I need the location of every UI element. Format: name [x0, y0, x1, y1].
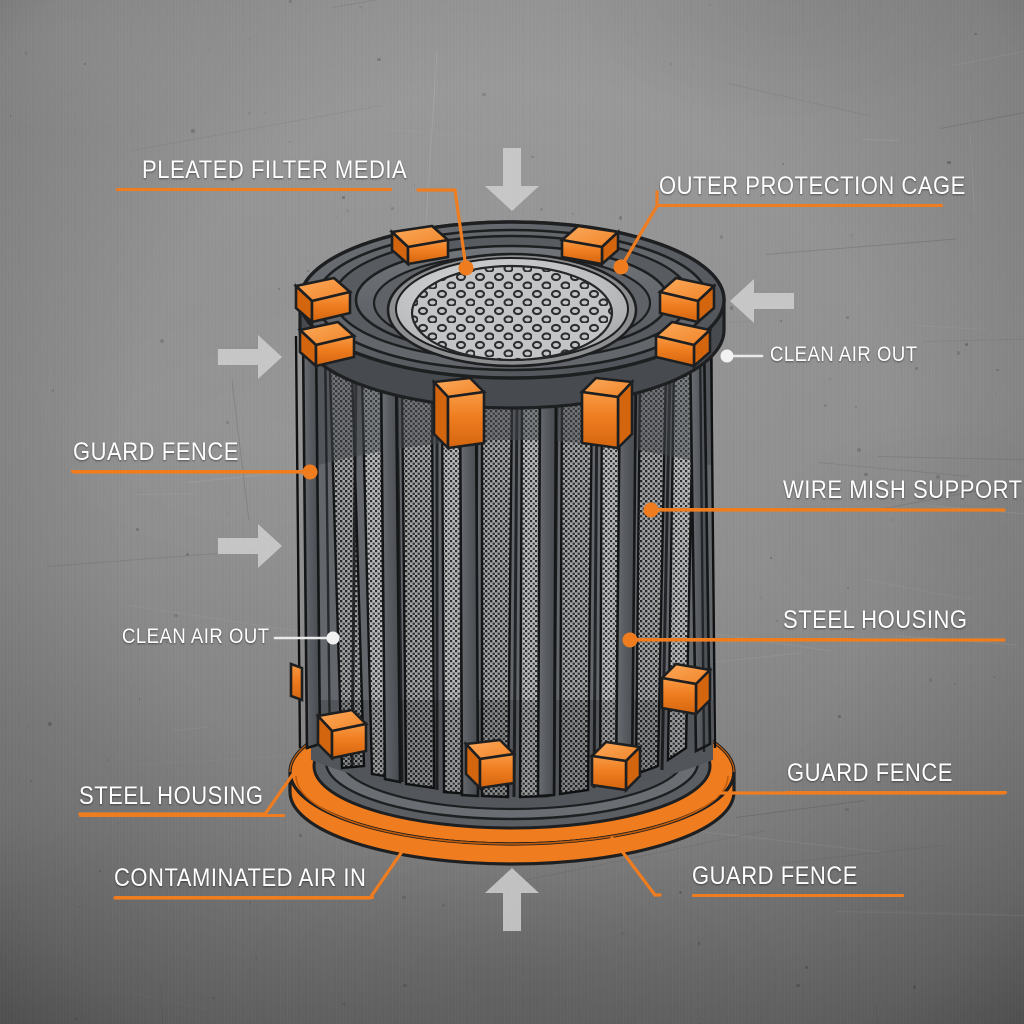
- arrow-right-icon: [728, 277, 794, 325]
- callout-pleated-filter-media[interactable]: PLEATED FILTER MEDIA: [116, 156, 443, 191]
- callout-clean-air-out-left[interactable]: CLEAN AIR OUT: [122, 626, 290, 647]
- callout-contaminated-air-in[interactable]: CONTAMINATED AIR IN: [114, 866, 401, 899]
- callout-guard-fence-right[interactable]: GUARD FENCE: [785, 759, 1007, 794]
- callout-underline: [657, 204, 943, 207]
- callout-label: CONTAMINATED AIR IN: [114, 864, 367, 892]
- callout-underline: [655, 508, 895, 511]
- callout-underline: [79, 814, 285, 817]
- callout-label: WIRE MISH SUPPORT: [783, 476, 1023, 504]
- arrow-left-lower-icon: [218, 522, 284, 570]
- callout-wire-mish-support[interactable]: WIRE MISH SUPPORT: [655, 476, 1024, 511]
- callout-underline: [785, 791, 1007, 794]
- callout-steel-housing-right[interactable]: STEEL HOUSING: [631, 606, 993, 641]
- arrow-left-upper-icon: [218, 333, 284, 381]
- callout-label: STEEL HOUSING: [79, 782, 264, 810]
- callout-label: GUARD FENCE: [692, 862, 858, 890]
- callout-steel-housing-left[interactable]: STEEL HOUSING: [79, 784, 289, 817]
- callout-underline: [71, 470, 316, 473]
- callout-label: GUARD FENCE: [787, 759, 953, 787]
- callout-underline: [114, 896, 374, 899]
- perforated-outlet-holes: [412, 266, 612, 360]
- callout-label: OUTER PROTECTION CAGE: [659, 172, 966, 200]
- callout-label: PLEATED FILTER MEDIA: [142, 156, 408, 184]
- top-end-cap: [298, 220, 726, 410]
- callout-underline: [692, 894, 904, 897]
- callout-outer-protection-cage[interactable]: OUTER PROTECTION CAGE: [657, 172, 1008, 207]
- callout-guard-fence-bottom[interactable]: GUARD FENCE: [692, 864, 904, 897]
- callout-clean-air-out-right[interactable]: CLEAN AIR OUT: [770, 344, 938, 365]
- callout-underline: [631, 638, 853, 641]
- arrow-top-icon: [483, 148, 541, 212]
- callout-label: CLEAN AIR OUT: [770, 343, 918, 366]
- callout-label: CLEAN AIR OUT: [122, 625, 270, 648]
- callout-label: GUARD FENCE: [73, 438, 239, 466]
- callout-underline: [116, 188, 392, 191]
- callout-label: STEEL HOUSING: [783, 606, 968, 634]
- callout-guard-fence-left[interactable]: GUARD FENCE: [71, 438, 316, 473]
- arrow-bottom-icon: [483, 868, 541, 932]
